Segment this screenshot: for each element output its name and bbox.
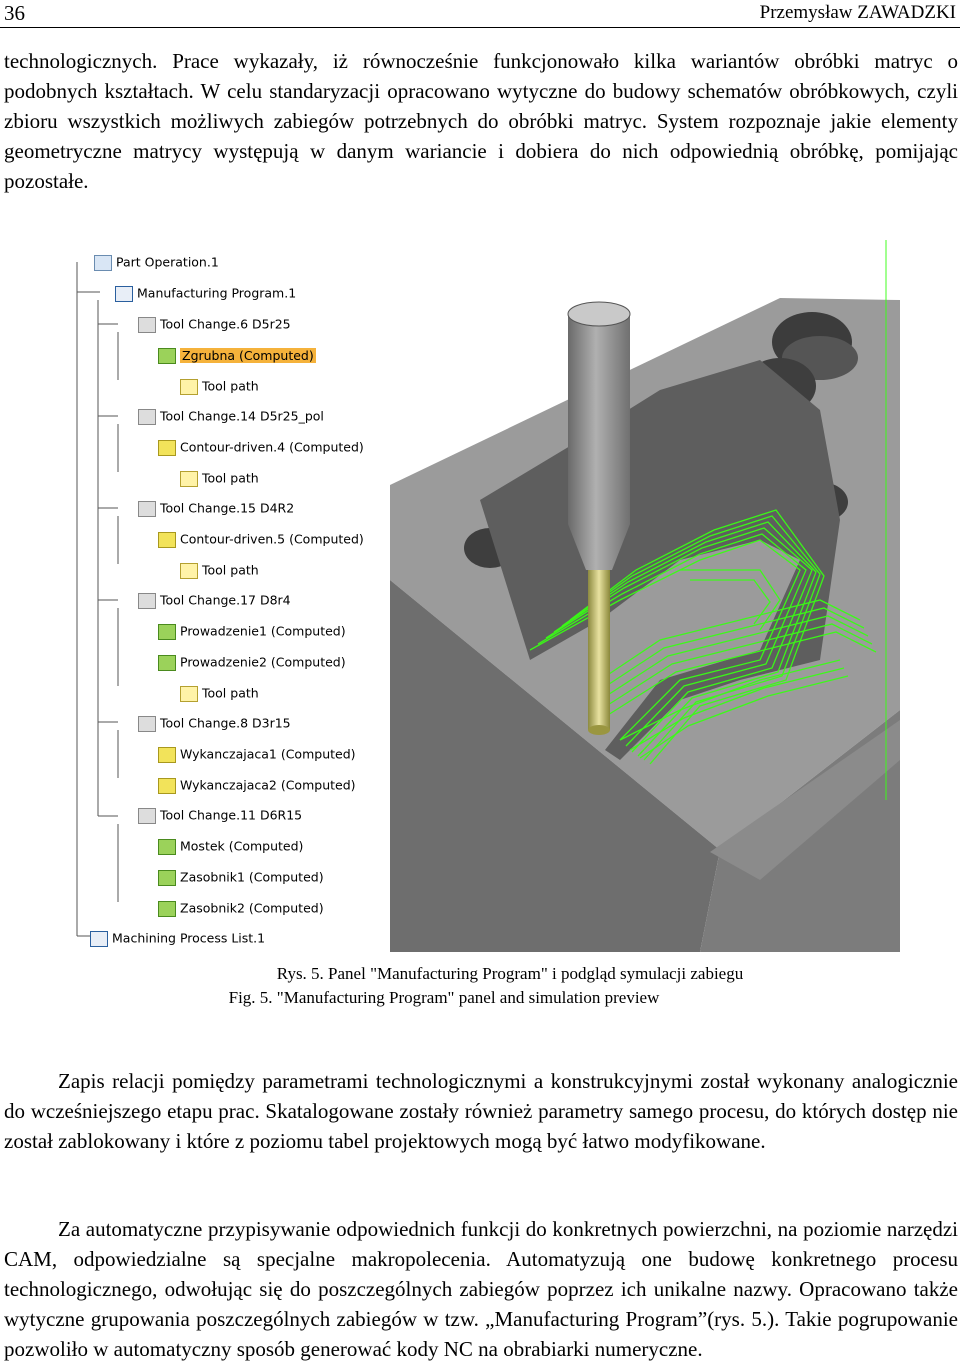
simulation-preview <box>390 240 900 952</box>
tree-node-tool-change[interactable]: Tool Change.17 D8r4 <box>138 590 291 610</box>
tool-change-icon <box>138 715 156 732</box>
operation-icon <box>158 347 176 364</box>
program-icon <box>115 285 133 302</box>
toolpath-lines <box>529 240 887 800</box>
operation-icon <box>158 439 176 456</box>
tool-path-icon <box>180 562 198 579</box>
page-number: 36 <box>4 1 25 25</box>
tool-shank <box>588 570 610 730</box>
tree-node-operation[interactable]: Prowadzenie2 (Computed) <box>158 652 346 672</box>
process-list-icon <box>90 930 108 947</box>
operation-icon <box>158 838 176 855</box>
tree-node-tool-path[interactable]: Tool path <box>180 683 259 703</box>
tree-node-operation[interactable]: Zasobnik2 (Computed) <box>158 898 324 918</box>
tree-node-operation[interactable]: Contour-driven.4 (Computed) <box>158 437 364 457</box>
tool-path-icon <box>180 685 198 702</box>
tree-node-operation[interactable]: Prowadzenie1 (Computed) <box>158 621 346 641</box>
cutting-tool <box>567 301 631 735</box>
operation-icon <box>158 531 176 548</box>
tool-holder-top <box>567 301 631 327</box>
tool-tip <box>588 725 610 735</box>
tree-node-tool-change[interactable]: Tool Change.14 D5r25_pol <box>138 406 324 426</box>
tree-node-tool-change[interactable]: Tool Change.6 D5r25 <box>138 314 291 334</box>
tree-node-operation[interactable]: Wykanczajaca2 (Computed) <box>158 775 356 795</box>
figure-caption-polish: Rys. 5. Panel "Manufacturing Program" i … <box>276 964 744 983</box>
tool-change-icon <box>138 408 156 425</box>
tool-holder <box>568 314 630 524</box>
operation-icon <box>158 869 176 886</box>
tree-node-operation[interactable]: Wykanczajaca1 (Computed) <box>158 744 356 764</box>
tool-change-icon <box>138 807 156 824</box>
tree-node-tool-change[interactable]: Tool Change.15 D4R2 <box>138 498 294 518</box>
tool-path-icon <box>180 470 198 487</box>
operation-icon <box>158 900 176 917</box>
tool-change-icon <box>138 500 156 517</box>
tree-node-manufacturing-program[interactable]: Manufacturing Program.1 <box>115 283 296 303</box>
operation-icon <box>158 654 176 671</box>
block-front-face <box>390 580 720 952</box>
paragraph-intro: technologicznych. Prace wykazały, iż rów… <box>4 49 958 193</box>
tool-change-icon <box>138 316 156 333</box>
tree-node-operation[interactable]: Zasobnik1 (Computed) <box>158 867 324 887</box>
paragraph-relations: Zapis relacji pomiędzy parametrami techn… <box>4 1069 958 1153</box>
tree-node-operation[interactable]: Contour-driven.5 (Computed) <box>158 529 364 549</box>
tool-change-icon <box>138 592 156 609</box>
paragraph-automation: Za automatyczne przypisywanie odpowiedni… <box>4 1217 958 1361</box>
figure-caption-english: Fig. 5. "Manufacturing Program" panel an… <box>228 988 660 1007</box>
tool-path-icon <box>180 378 198 395</box>
tree-node-part-operation[interactable]: Part Operation.1 <box>94 252 219 272</box>
operation-icon <box>158 623 176 640</box>
page-header: 36 Przemysław ZAWADZKI <box>0 0 960 28</box>
running-author: Przemysław ZAWADZKI <box>759 2 956 23</box>
figure-5: Part Operation.1 Manufacturing Program.1… <box>60 240 900 952</box>
tree-node-machining-process-list[interactable]: Machining Process List.1 <box>90 928 265 948</box>
tree-node-tool-change[interactable]: Tool Change.8 D3r15 <box>138 713 291 733</box>
block-step <box>710 720 900 880</box>
tree-node-operation[interactable]: Mostek (Computed) <box>158 836 303 856</box>
operation-icon <box>158 746 176 763</box>
tree-node-tool-path[interactable]: Tool path <box>180 376 259 396</box>
tree-node-tool-path[interactable]: Tool path <box>180 560 259 580</box>
tool-taper <box>568 524 630 570</box>
part-operation-icon <box>94 254 112 271</box>
manufacturing-program-tree: Part Operation.1 Manufacturing Program.1… <box>60 240 390 952</box>
tree-node-operation[interactable]: Zgrubna (Computed) <box>158 345 316 365</box>
tree-node-tool-change[interactable]: Tool Change.11 D6R15 <box>138 805 302 825</box>
tree-lines <box>76 262 119 937</box>
tree-node-tool-path[interactable]: Tool path <box>180 468 259 488</box>
operation-icon <box>158 777 176 794</box>
